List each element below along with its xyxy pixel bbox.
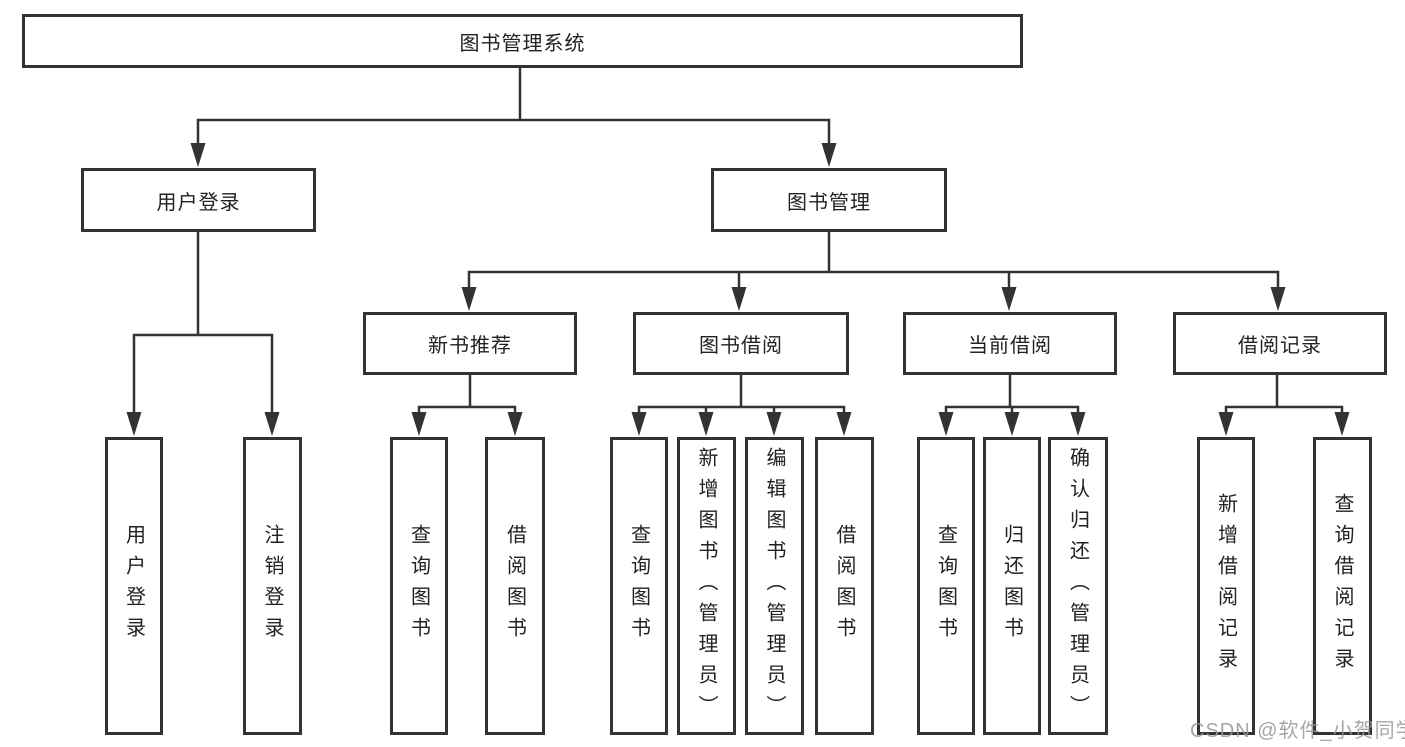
arrow-down-icon	[631, 412, 647, 436]
arrow-down-icon	[938, 412, 954, 436]
arrowheads	[126, 143, 1350, 436]
arrow-down-icon	[731, 287, 747, 311]
node-current-borrow: 当前借阅	[903, 312, 1117, 375]
leaf-edit-books-admin: 编辑图书（管理员）	[745, 437, 804, 735]
leaf-logout: 注销登录	[243, 437, 302, 735]
node-user-login: 用户登录	[81, 168, 316, 232]
arrow-down-icon	[1270, 287, 1286, 311]
leaf-borrow-books-1: 借阅图书	[485, 437, 545, 735]
arrow-down-icon	[1004, 412, 1020, 436]
arrow-down-icon	[507, 412, 523, 436]
leaf-user-login: 用户登录	[105, 437, 163, 735]
tree-edges	[132, 68, 1344, 413]
leaf-add-borrow-record: 新增借阅记录	[1197, 437, 1255, 735]
arrow-down-icon	[411, 412, 427, 436]
arrow-down-icon	[766, 412, 782, 436]
node-book-borrow: 图书借阅	[633, 312, 849, 375]
leaf-add-books-admin: 新增图书（管理员）	[677, 437, 736, 735]
arrow-down-icon	[1334, 412, 1350, 436]
leaf-query-books-3: 查询图书	[917, 437, 975, 735]
node-book-management: 图书管理	[711, 168, 947, 232]
node-borrow-records: 借阅记录	[1173, 312, 1387, 375]
arrow-down-icon	[821, 143, 837, 167]
arrow-down-icon	[836, 412, 852, 436]
arrow-down-icon	[264, 412, 280, 436]
node-library-system: 图书管理系统	[22, 14, 1023, 68]
arrow-down-icon	[126, 412, 142, 436]
arrow-down-icon	[1070, 412, 1086, 436]
arrow-down-icon	[698, 412, 714, 436]
leaf-query-books-2: 查询图书	[610, 437, 668, 735]
node-new-book-recommend: 新书推荐	[363, 312, 577, 375]
leaf-query-books-1: 查询图书	[390, 437, 448, 735]
leaf-return-books: 归还图书	[983, 437, 1041, 735]
watermark: CSDN @软件_小贺同学	[1190, 720, 1405, 742]
arrow-down-icon	[1001, 287, 1017, 311]
leaf-borrow-books-2: 借阅图书	[815, 437, 874, 735]
arrow-down-icon	[461, 287, 477, 311]
leaf-query-borrow-record: 查询借阅记录	[1313, 437, 1372, 735]
arrow-down-icon	[190, 143, 206, 167]
leaf-confirm-return-admin: 确认归还（管理员）	[1048, 437, 1108, 735]
arrow-down-icon	[1218, 412, 1234, 436]
